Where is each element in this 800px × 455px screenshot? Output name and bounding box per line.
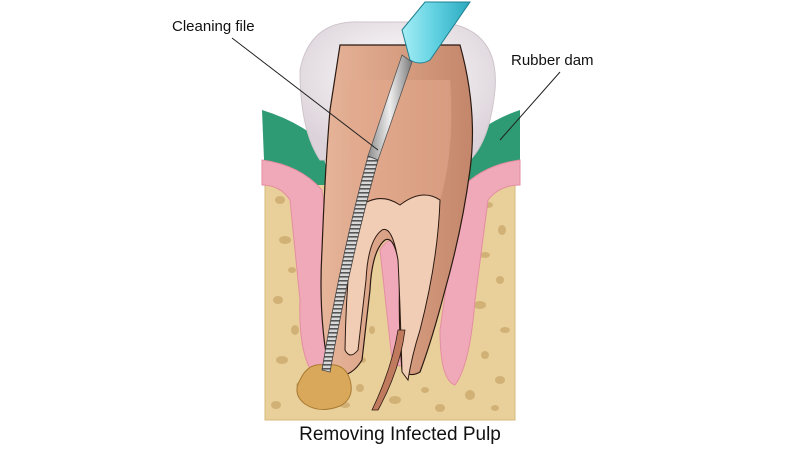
rubber-dam-leader <box>499 71 561 141</box>
diagram-caption: Removing Infected Pulp <box>299 424 501 445</box>
abscess <box>296 364 352 410</box>
cleaning-file-instrument <box>321 1 471 373</box>
root-canal <box>371 329 406 411</box>
file-spiral <box>321 155 379 373</box>
rubber-dam-label: Rubber dam <box>511 52 594 69</box>
cleaning-file-leader <box>231 37 379 151</box>
file-handle <box>401 1 471 64</box>
pulp-chamber <box>344 194 441 382</box>
dentin-layer <box>348 80 452 215</box>
cleaning-file-label: Cleaning file <box>172 18 255 35</box>
